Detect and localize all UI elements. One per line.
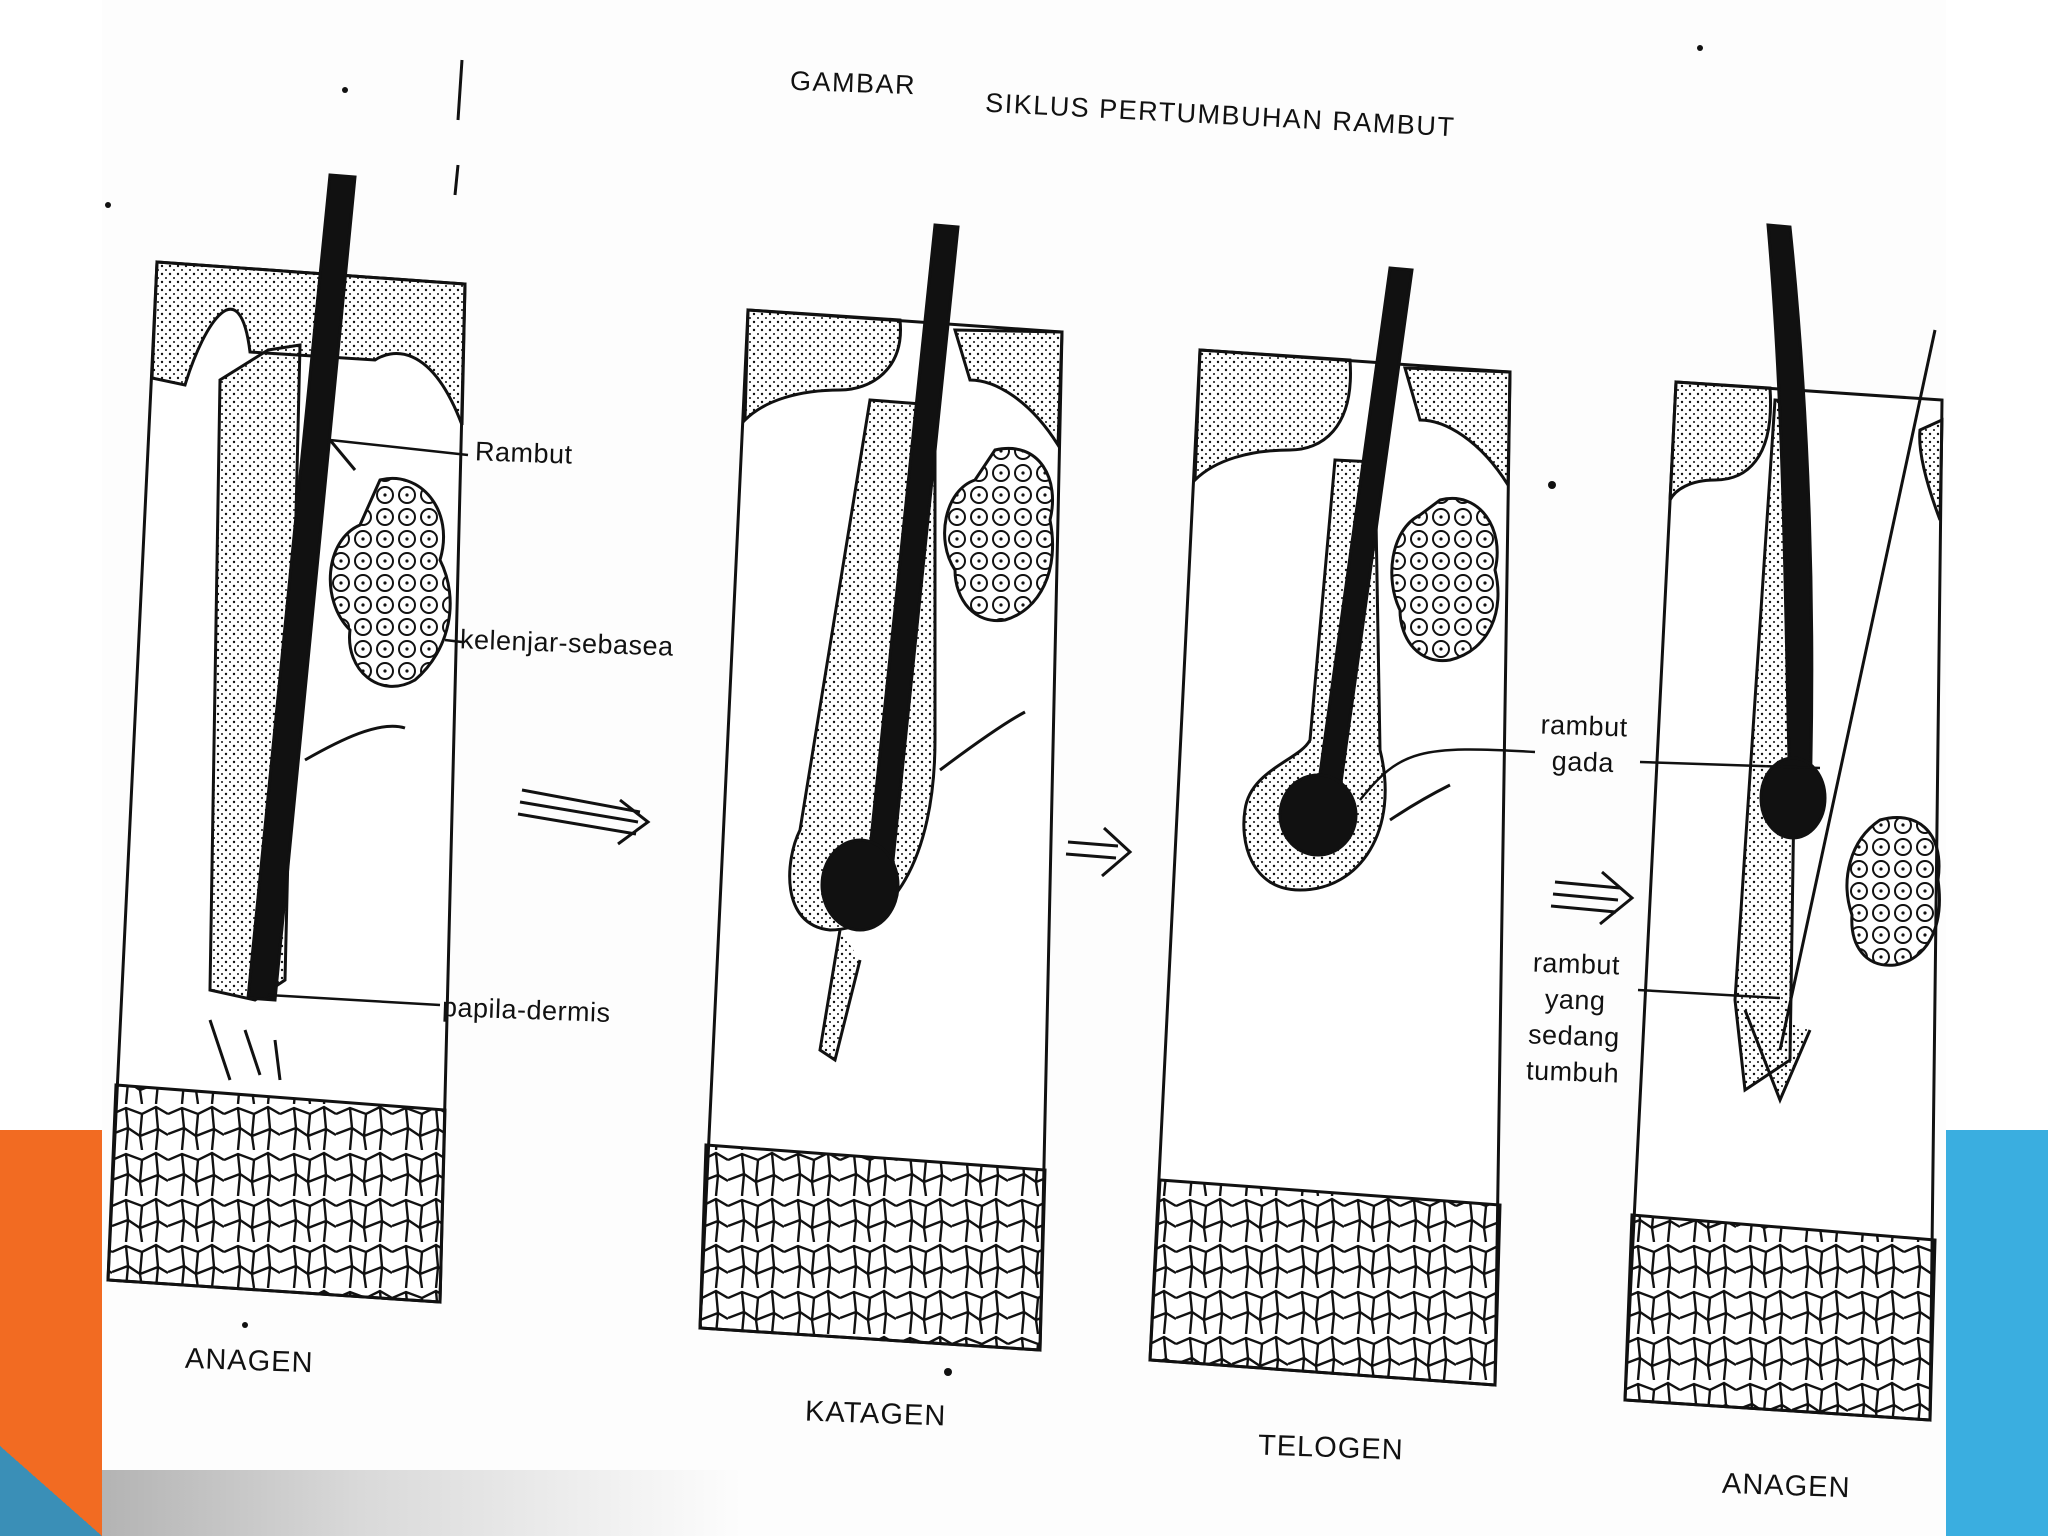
leader-papila	[267, 993, 441, 1007]
label-rambut-tumbuh-line4: tumbuh	[1525, 1055, 1620, 1089]
leader-rambut	[329, 438, 469, 457]
stage-label-anagen-2: ANAGEN	[1721, 1467, 1852, 1505]
label-rambut-gada: rambut gada	[1539, 707, 1629, 782]
blue-corner-triangle	[0, 1446, 102, 1536]
leader-gada-3	[1359, 748, 1536, 801]
label-rambut-tumbuh: rambut yang sedang tumbuh	[1526, 944, 1624, 1091]
stage-label-anagen-1: ANAGEN	[184, 1342, 315, 1380]
label-rambut-gada-line1: rambut	[1540, 709, 1629, 743]
panel-telogen	[1148, 266, 1512, 1387]
scan-shadow	[102, 1470, 742, 1536]
label-rambut-tumbuh-line1: rambut	[1532, 947, 1621, 981]
blue-accent-bar	[1946, 1130, 2048, 1536]
panel-katagen	[698, 223, 1064, 1352]
label-rambut: Rambut	[474, 436, 574, 470]
panel-anagen-2	[1623, 223, 1944, 1422]
arrow-1	[517, 788, 651, 846]
margin-mark	[453, 59, 464, 196]
stage-label-katagen: KATAGEN	[804, 1395, 947, 1433]
label-rambut-tumbuh-line2: yang	[1544, 983, 1606, 1017]
panel-anagen-1	[106, 173, 467, 1304]
label-rambut-tumbuh-line3: sedang	[1527, 1019, 1621, 1053]
leader-lines	[267, 438, 1821, 1007]
leader-growing	[1637, 988, 1781, 1000]
leader-kelenjar	[444, 638, 463, 644]
label-papila-dermis: papila-dermis	[441, 992, 612, 1028]
speckles	[105, 45, 1703, 1376]
label-rambut-gada-line2: gada	[1551, 745, 1615, 779]
arrow-2	[1065, 826, 1133, 878]
arrow-3	[1550, 870, 1635, 926]
stage-label-telogen: TELOGEN	[1257, 1429, 1405, 1467]
leader-gada-4	[1639, 760, 1821, 770]
figure-prefix: GAMBAR	[789, 65, 917, 101]
